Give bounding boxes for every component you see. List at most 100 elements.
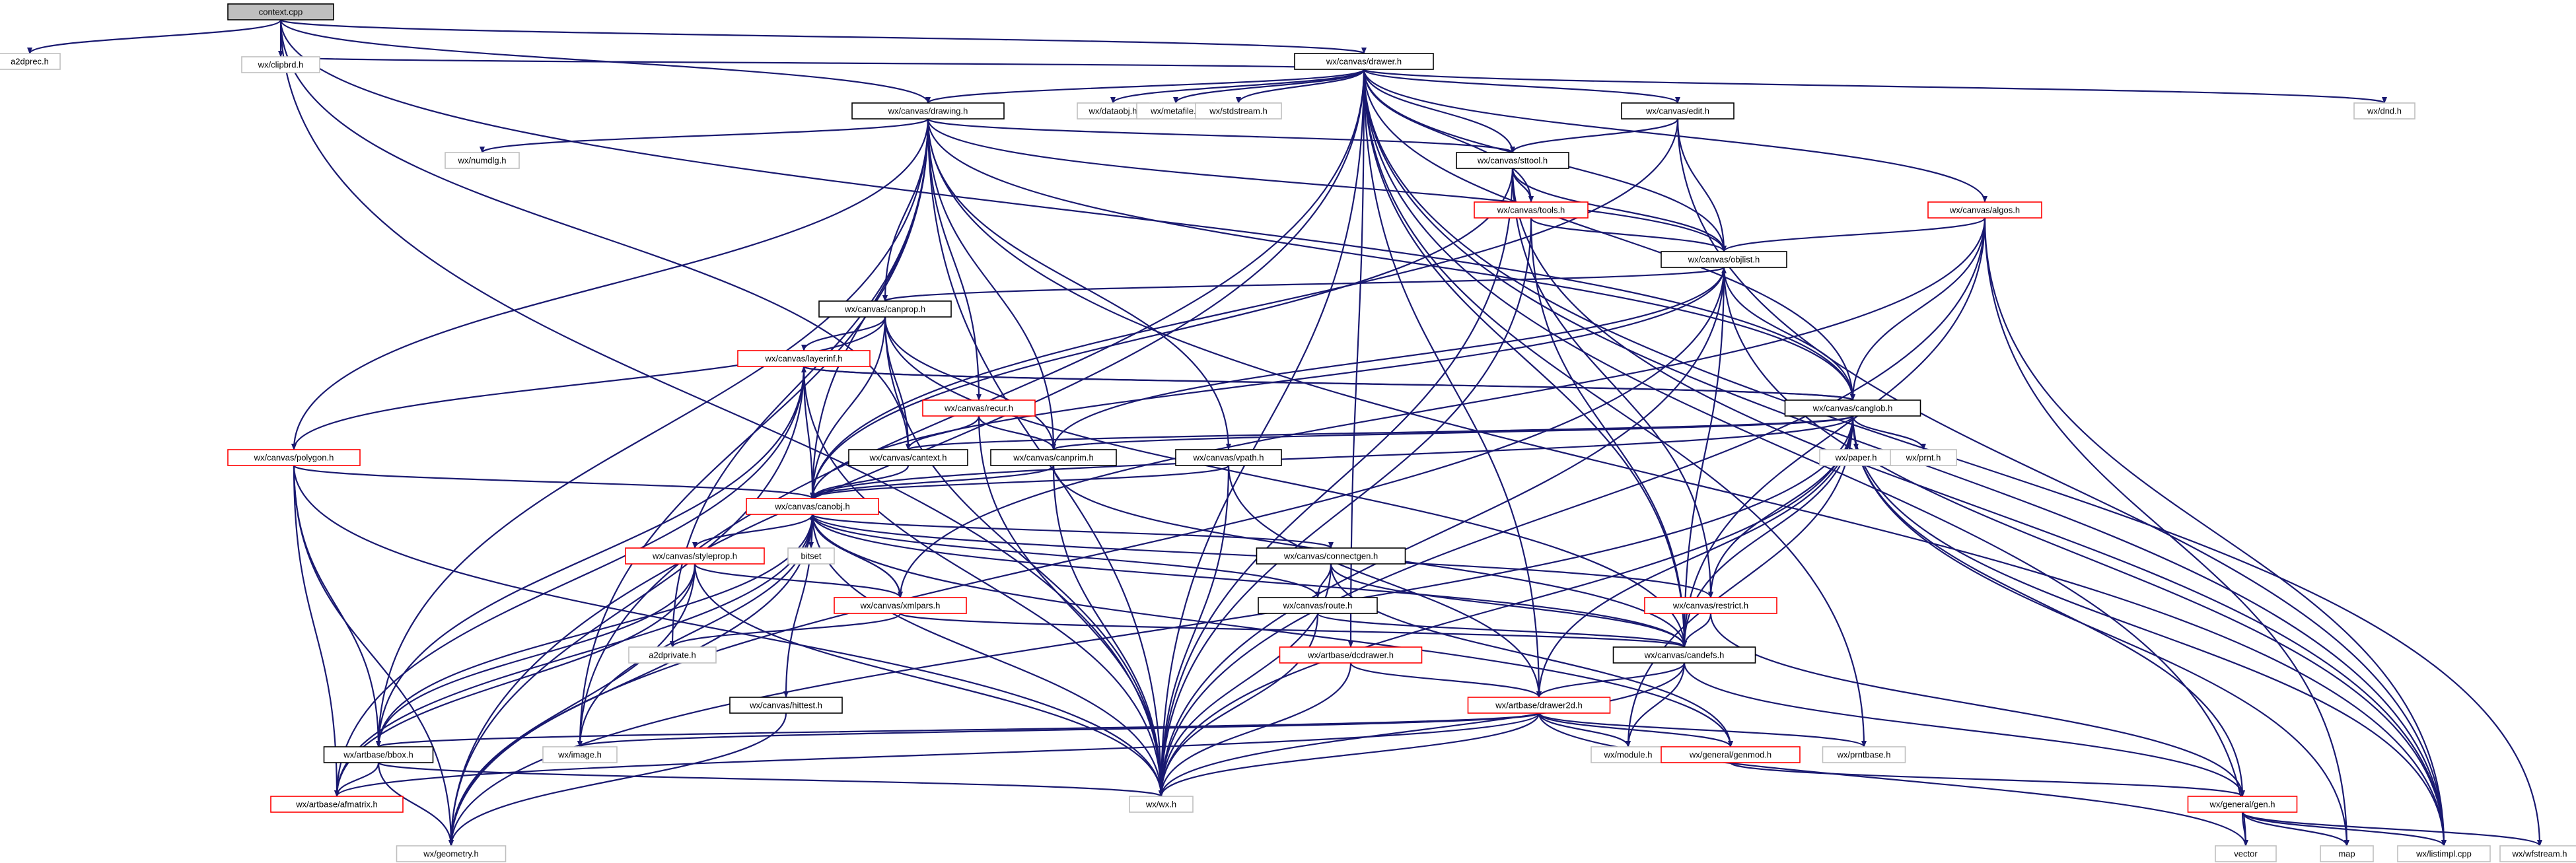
node-wx-prnt-h[interactable]: wx/prnt.h bbox=[1890, 449, 1957, 466]
node-wx-canvas-layerinf-h[interactable]: wx/canvas/layerinf.h bbox=[737, 350, 871, 367]
edge-n11-n48 bbox=[1511, 168, 2447, 846]
node-label: wx/canvas/objlist.h bbox=[1688, 255, 1760, 265]
node-wx-canvas-canglob-h[interactable]: wx/canvas/canglob.h bbox=[1784, 399, 1921, 417]
node-wx-canvas-recur-h[interactable]: wx/canvas/recur.h bbox=[922, 399, 1036, 417]
node-label: wx/canvas/tools.h bbox=[1497, 205, 1565, 215]
node-wx-canvas-algos-h[interactable]: wx/canvas/algos.h bbox=[1927, 201, 2042, 219]
node-box bbox=[1644, 597, 1777, 614]
node-wx-canvas-connectgen-h[interactable]: wx/canvas/connectgen.h bbox=[1256, 547, 1406, 565]
edge-n36-n46 bbox=[1538, 712, 2248, 846]
edge-n2-n6 bbox=[1173, 69, 1365, 104]
node-wx-canvas-canprim-h[interactable]: wx/canvas/canprim.h bbox=[990, 449, 1117, 466]
node-label: wx/artbase/drawer2d.h bbox=[1495, 701, 1583, 710]
edge-n19-n42 bbox=[293, 465, 340, 797]
node-box bbox=[628, 646, 717, 664]
node-wx-numdlg-h[interactable]: wx/numdlg.h bbox=[445, 152, 520, 169]
node-context-cpp[interactable]: context.cpp bbox=[227, 3, 334, 20]
node-label: wx/canvas/connectgen.h bbox=[1283, 551, 1378, 561]
node-box bbox=[1195, 102, 1282, 120]
node-label: wx/dataobj.h bbox=[1089, 106, 1137, 116]
node-box bbox=[323, 746, 434, 763]
edge-n11-n14 bbox=[1511, 168, 1727, 252]
node-wx-listimpl-cpp[interactable]: wx/listimpl.cpp bbox=[2397, 845, 2491, 862]
node-wx-canvas-route-h[interactable]: wx/canvas/route.h bbox=[1258, 597, 1378, 614]
node-wx-canvas-canobj-h[interactable]: wx/canvas/canobj.h bbox=[746, 498, 879, 515]
node-wx-canvas-styleprop-h[interactable]: wx/canvas/styleprop.h bbox=[625, 547, 765, 565]
edge-n11-n25 bbox=[810, 168, 1514, 499]
node-box bbox=[1661, 251, 1787, 268]
node-wx-wfstream-h[interactable]: wx/wfstream.h bbox=[2499, 845, 2576, 862]
node-wx-prntbase-h[interactable]: wx/prntbase.h bbox=[1822, 746, 1906, 763]
node-wx-canvas-objlist-h[interactable]: wx/canvas/objlist.h bbox=[1661, 251, 1787, 268]
edge-n13-n43 bbox=[1159, 217, 1986, 797]
node-wx-general-gen-h[interactable]: wx/general/gen.h bbox=[2187, 796, 2298, 813]
edge-n29-n25 bbox=[810, 514, 902, 598]
edge-n0-n17 bbox=[279, 19, 1855, 401]
node-wx-canvas-cantext-h[interactable]: wx/canvas/cantext.h bbox=[848, 449, 968, 466]
edge-n19-n25 bbox=[293, 464, 815, 500]
edge-n4-n14 bbox=[927, 118, 1727, 252]
edge-n17-n31 bbox=[1708, 415, 1854, 598]
edge-n36-n42 bbox=[334, 712, 1540, 797]
node-box bbox=[241, 56, 320, 73]
edge-n30-n43 bbox=[1159, 613, 1319, 797]
node-wx-canvas-edit-h[interactable]: wx/canvas/edit.h bbox=[1621, 102, 1735, 120]
node-wx-canvas-drawer-h[interactable]: wx/canvas/drawer.h bbox=[1294, 53, 1434, 70]
node-label: wx/wfstream.h bbox=[2511, 849, 2567, 859]
node-layer: context.cpp a2dprec.h wx/canvas/drawer.h wx… bbox=[0, 3, 2576, 862]
edge-n44-n46 bbox=[2241, 811, 2248, 846]
node-label: wx/canvas/candefs.h bbox=[1644, 650, 1725, 660]
node-wx-canvas-xmlpars-h[interactable]: wx/canvas/xmlpars.h bbox=[834, 597, 967, 614]
node-wx-clipbrd-h[interactable]: wx/clipbrd.h bbox=[241, 56, 320, 73]
node-label: wx/clipbrd.h bbox=[258, 60, 304, 70]
edge-n25-n40 bbox=[811, 514, 1733, 747]
edge-n14-n43 bbox=[1159, 267, 1725, 797]
node-wx-general-genmod-h[interactable]: wx/general/genmod.h bbox=[1661, 746, 1801, 763]
node-wx-canvas-hittest-h[interactable]: wx/canvas/hittest.h bbox=[729, 697, 843, 714]
edge-n25-n35 bbox=[783, 514, 814, 698]
node-label: wx/canvas/layerinf.h bbox=[764, 354, 842, 364]
edge-n17-n45 bbox=[448, 415, 1854, 846]
edge-n34-n36 bbox=[1536, 662, 1686, 698]
node-wx-geometry-h[interactable]: wx/geometry.h bbox=[396, 845, 507, 862]
node-box bbox=[729, 697, 843, 714]
node-wx-dnd-h[interactable]: wx/dnd.h bbox=[2353, 102, 2415, 120]
node-wx-artbase-dcdrawer-h[interactable]: wx/artbase/dcdrawer.h bbox=[1279, 646, 1423, 664]
node-wx-canvas-drawing-h[interactable]: wx/canvas/drawing.h bbox=[851, 102, 1005, 120]
node-wx-canvas-candefs-h[interactable]: wx/canvas/candefs.h bbox=[1612, 646, 1756, 664]
node-vector[interactable]: vector bbox=[2215, 845, 2277, 862]
node-box bbox=[1279, 646, 1423, 664]
node-box bbox=[1890, 449, 1957, 466]
edge-n2-n11 bbox=[1363, 69, 1515, 153]
node-wx-canvas-vpath-h[interactable]: wx/canvas/vpath.h bbox=[1175, 449, 1282, 466]
node-wx-canvas-tools-h[interactable]: wx/canvas/tools.h bbox=[1474, 201, 1589, 219]
node-bitset[interactable]: bitset bbox=[787, 547, 835, 565]
edge-n16-n45 bbox=[448, 366, 805, 846]
node-wx-canvas-restrict-h[interactable]: wx/canvas/restrict.h bbox=[1644, 597, 1777, 614]
edge-n17-n47 bbox=[1851, 415, 2349, 846]
node-wx-module-h[interactable]: wx/module.h bbox=[1591, 746, 1666, 763]
node-wx-stdstream-h[interactable]: wx/stdstream.h bbox=[1195, 102, 1282, 120]
node-label: wx/listimpl.cpp bbox=[2415, 849, 2472, 859]
node-wx-canvas-canprop-h[interactable]: wx/canvas/canprop.h bbox=[818, 300, 952, 318]
edge-n2-n8 bbox=[1363, 68, 1680, 104]
node-wx-artbase-bbox-h[interactable]: wx/artbase/bbox.h bbox=[323, 746, 434, 763]
node-wx-canvas-polygon-h[interactable]: wx/canvas/polygon.h bbox=[227, 449, 361, 466]
node-map[interactable]: map bbox=[2320, 845, 2374, 862]
node-wx-artbase-drawer2d-h[interactable]: wx/artbase/drawer2d.h bbox=[1467, 697, 1611, 714]
edge-n16-n43 bbox=[803, 366, 1164, 797]
edge-n25-n30 bbox=[811, 514, 1320, 598]
node-a2dprec-h[interactable]: a2dprec.h bbox=[0, 53, 61, 70]
edge-n4-n19 bbox=[291, 118, 929, 450]
node-wx-canvas-sttool-h[interactable]: wx/canvas/sttool.h bbox=[1456, 152, 1569, 169]
node-wx-wx-h[interactable]: wx/wx.h bbox=[1129, 796, 1194, 813]
node-label: wx/module.h bbox=[1604, 750, 1653, 760]
edge-n11-n31 bbox=[1511, 168, 1713, 598]
node-box bbox=[1474, 201, 1589, 219]
edge-n36-n41 bbox=[1538, 712, 1867, 748]
node-wx-image-h[interactable]: wx/image.h bbox=[542, 746, 618, 763]
node-wx-artbase-afmatrix-h[interactable]: wx/artbase/afmatrix.h bbox=[270, 796, 404, 813]
node-wx-paper-h[interactable]: wx/paper.h bbox=[1819, 449, 1893, 466]
node-label: a2dprivate.h bbox=[649, 650, 696, 660]
node-a2dprivate-h[interactable]: a2dprivate.h bbox=[628, 646, 717, 664]
